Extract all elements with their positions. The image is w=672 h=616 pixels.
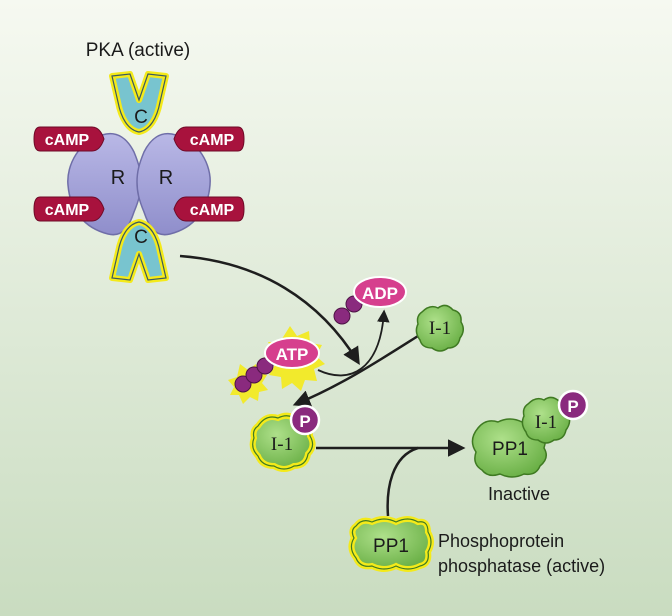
inhibitor-phosphorylation-arrow — [292, 334, 419, 407]
adp-label: ADP — [362, 284, 398, 303]
active-caption-line1: Phosphoprotein — [438, 531, 564, 551]
phospho-inhibitor-outline — [252, 415, 314, 470]
camp-badge-bottom-left: cAMP — [33, 196, 105, 222]
camp-badge-top-right: cAMP — [173, 126, 245, 152]
bound-inhibitor-blob — [521, 396, 571, 444]
phosphate-bead — [333, 307, 351, 325]
pp1-active-outline — [350, 518, 432, 570]
phosphate-bead — [234, 375, 252, 393]
phosphate-bead — [245, 366, 263, 384]
pp1-inactive-label: PP1 — [492, 439, 528, 460]
pp1-active-label: PP1 — [373, 536, 409, 557]
phosphate-badge — [557, 389, 589, 421]
catalytic-label-top: C — [134, 107, 148, 128]
pka-title: PKA (active) — [86, 40, 191, 61]
phosphate-label: P — [299, 412, 310, 431]
phosphate-label: P — [567, 397, 578, 416]
regulatory-label-right: R — [159, 167, 173, 189]
pp1-active: PP1 — [348, 516, 434, 572]
inactive-caption: Inactive — [488, 484, 550, 504]
inhibitor-label: I-1 — [429, 318, 451, 339]
pp1-recruitment-arrow — [386, 446, 419, 517]
camp-label: cAMP — [190, 132, 235, 149]
regulatory-label-left: R — [111, 167, 125, 189]
pka-complex: R R C C cAMP cAMP cAMP cAMP — [33, 71, 245, 283]
catalytic-bottom-outline — [111, 221, 167, 281]
inhibitor-label: I-1 — [535, 412, 557, 433]
inhibitor-label: I-1 — [271, 434, 293, 455]
camp-badge-bottom-right: cAMP — [173, 196, 245, 222]
atp-molecule: ATP — [228, 326, 325, 404]
active-caption-line2: phosphatase (active) — [438, 556, 605, 576]
pp1-inactive-complex: PP1 I-1 P — [471, 389, 589, 478]
inhibitor-blob — [415, 304, 464, 352]
atp-to-adp-arrow — [317, 309, 390, 377]
inhibitor-1-free: I-1 — [415, 304, 464, 352]
camp-label: cAMP — [190, 202, 235, 219]
catalytic-top-outline — [111, 73, 167, 133]
camp-badge-top-left: cAMP — [33, 126, 105, 152]
atp-label: ATP — [276, 345, 309, 364]
phosphate-badge — [289, 404, 321, 436]
camp-label: cAMP — [45, 132, 90, 149]
inhibitor-1-phosphorylated: I-1 P — [249, 404, 321, 472]
pka-to-reaction-arrow — [179, 254, 360, 365]
catalytic-label-bottom: C — [134, 227, 148, 248]
adp-oval — [353, 276, 407, 308]
adp-molecule: ADP — [333, 276, 407, 325]
camp-label: cAMP — [45, 202, 90, 219]
atp-oval — [264, 337, 320, 369]
